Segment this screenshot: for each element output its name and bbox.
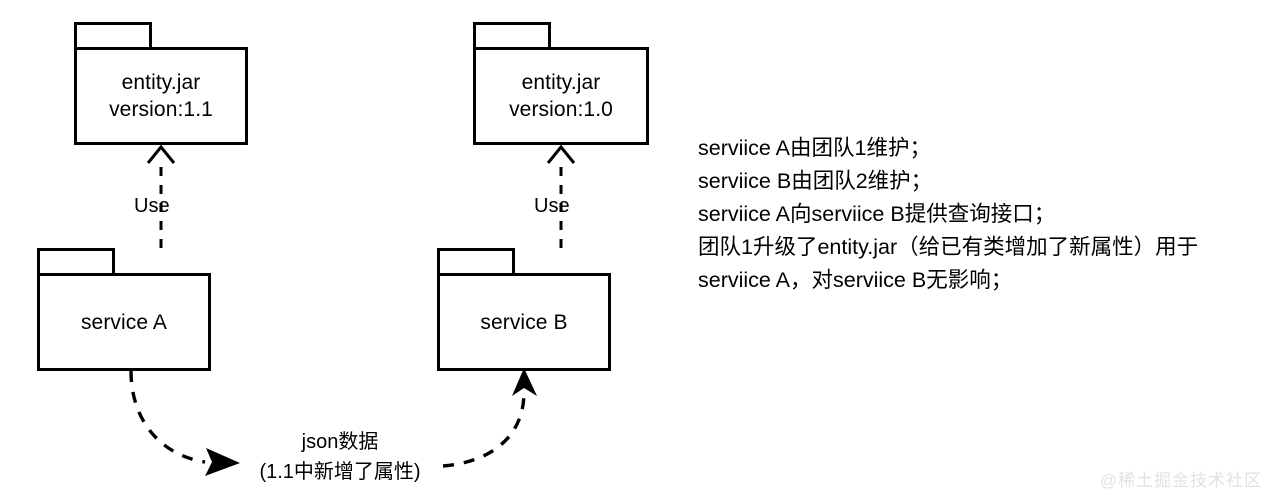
- note-line-1: serviice A由团队1维护；: [698, 136, 931, 160]
- open-arrowhead-icon: [546, 144, 576, 164]
- package-entity-jar-v10[interactable]: entity.jar version:1.0: [473, 22, 649, 145]
- flow-label-line-1: json数据: [301, 431, 379, 453]
- dependency-label-use-left: Use: [134, 195, 170, 217]
- package-name-line-1: service B: [480, 310, 568, 334]
- package-body: entity.jar version:1.0: [473, 47, 649, 145]
- package-service-b[interactable]: service B: [437, 248, 611, 371]
- package-version-line-2: version:1.1: [109, 98, 213, 121]
- note-line-2: serviice B由团队2维护；: [698, 169, 933, 193]
- package-name-line-1: entity.jar: [521, 71, 601, 94]
- dashed-curve: [129, 370, 206, 464]
- package-name-line-1: entity.jar: [121, 71, 201, 94]
- package-tab: [37, 248, 115, 274]
- package-body: service B: [437, 273, 611, 371]
- package-tab: [473, 22, 551, 48]
- package-tab: [74, 22, 152, 48]
- package-body: service A: [37, 273, 211, 371]
- package-version-line-2: version:1.0: [509, 98, 613, 121]
- package-tab: [437, 248, 515, 274]
- package-entity-jar-v11[interactable]: entity.jar version:1.1: [74, 22, 248, 145]
- dependency-label-use-right: Use: [534, 195, 570, 217]
- open-arrowhead-icon: [146, 144, 176, 164]
- watermark: @稀土掘金技术社区: [1099, 471, 1262, 490]
- flow-label-line-2: (1.1中新增了属性): [259, 461, 421, 483]
- package-service-a[interactable]: service A: [37, 248, 211, 371]
- flow-label-json: json数据 (1.1中新增了属性): [215, 427, 465, 487]
- notes-block: serviice A由团队1维护； serviice B由团队2维护； serv…: [698, 132, 1254, 297]
- solid-arrowhead-icon: [512, 368, 537, 396]
- package-body: entity.jar version:1.1: [74, 47, 248, 145]
- note-line-4: 团队1升级了entity.jar（给已有类增加了新属性）用于serviice A…: [698, 235, 1199, 292]
- note-line-3: serviice A向serviice B提供查询接口；: [698, 202, 1056, 226]
- package-name-line-1: service A: [80, 310, 168, 334]
